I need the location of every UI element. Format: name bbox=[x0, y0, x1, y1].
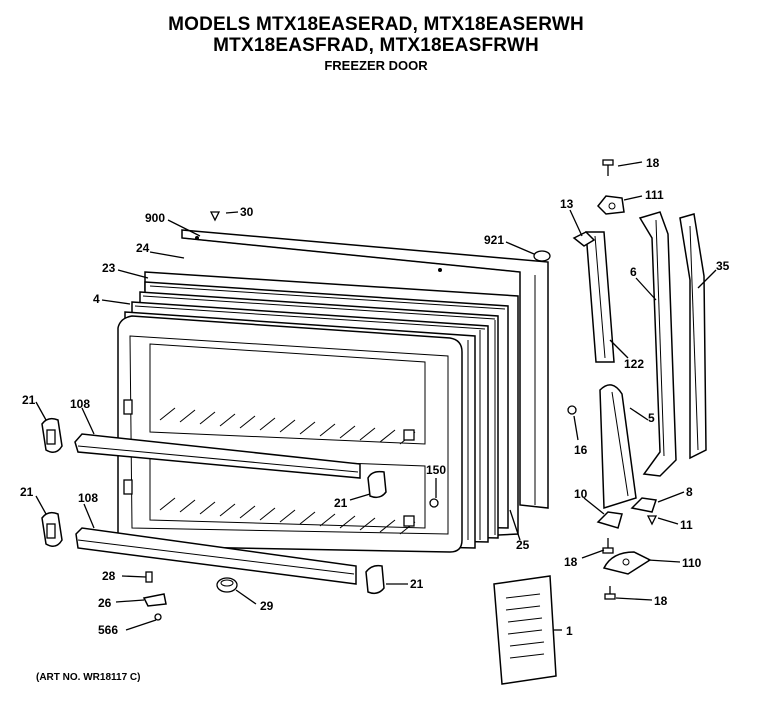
callout-labels: 18 111 30 900 921 13 6 35 24 23 4 122 5 … bbox=[20, 156, 730, 638]
callout-18-top: 18 bbox=[646, 156, 660, 170]
screw-16-icon bbox=[567, 405, 577, 415]
models-title-line-2: MTX18EASFRAD, MTX18EASFRWH bbox=[213, 35, 539, 56]
leader-lines bbox=[35, 161, 717, 631]
callout-122: 122 bbox=[624, 357, 644, 371]
hinge-pin-18-bottom-icon bbox=[604, 586, 616, 600]
callout-23: 23 bbox=[102, 261, 116, 275]
callout-108-upper: 108 bbox=[70, 397, 90, 411]
callout-35: 35 bbox=[716, 259, 730, 273]
hinge-8 bbox=[630, 497, 657, 513]
spacer-13 bbox=[572, 231, 596, 247]
callout-18-mid: 18 bbox=[564, 555, 578, 569]
owners-manual bbox=[493, 575, 557, 685]
callout-25: 25 bbox=[516, 538, 530, 552]
plug-29-icon bbox=[216, 577, 238, 593]
models-title-line-1: MODELS MTX18EASERAD, MTX18EASERWH bbox=[168, 14, 584, 35]
screw-30-icon bbox=[209, 211, 221, 222]
door-shelf-bar-lower bbox=[75, 527, 357, 585]
callout-28: 28 bbox=[102, 569, 116, 583]
callout-4: 4 bbox=[93, 292, 100, 306]
section-subtitle: FREEZER DOOR bbox=[324, 58, 428, 73]
callout-29: 29 bbox=[260, 599, 274, 613]
door-shelf-bar-upper bbox=[74, 433, 361, 479]
shelf-end-cap-lower-left bbox=[41, 511, 63, 547]
callout-900: 900 bbox=[145, 211, 165, 225]
callout-150: 150 bbox=[426, 463, 446, 477]
outer-door-panel bbox=[181, 229, 549, 509]
hinge-pin-18-top-icon bbox=[602, 159, 614, 176]
callout-21-upper-left: 21 bbox=[22, 393, 36, 407]
hinge-10 bbox=[596, 511, 623, 529]
callout-21-lower-right: 21 bbox=[410, 577, 424, 591]
callout-110: 110 bbox=[682, 556, 702, 570]
screw-150-icon bbox=[429, 498, 439, 508]
hinge-pin-18-mid-icon bbox=[602, 538, 614, 554]
handle-35 bbox=[679, 213, 707, 460]
callout-108-lower: 108 bbox=[78, 491, 98, 505]
callout-566: 566 bbox=[98, 623, 118, 637]
inner-door-liner bbox=[117, 315, 463, 553]
hinge-cover-5 bbox=[599, 384, 637, 510]
part-26-icon bbox=[142, 593, 167, 607]
trim-strip-122 bbox=[585, 231, 615, 363]
part-28-icon bbox=[145, 571, 153, 583]
screw-566-icon bbox=[154, 613, 162, 621]
callout-16: 16 bbox=[574, 443, 588, 457]
hinge-bottom-110 bbox=[602, 551, 652, 575]
screw-11-icon bbox=[646, 515, 658, 526]
callout-21-lower-left: 21 bbox=[20, 485, 34, 499]
plug-921-icon bbox=[533, 250, 551, 262]
callout-5: 5 bbox=[648, 411, 655, 425]
callout-21-upper-right: 21 bbox=[334, 496, 348, 510]
shelf-end-cap-lower-right bbox=[365, 564, 385, 595]
callout-18-bottom: 18 bbox=[654, 594, 668, 608]
callout-111: 111 bbox=[645, 188, 664, 202]
callout-26: 26 bbox=[98, 596, 112, 610]
shelf-end-cap-upper-right bbox=[367, 470, 387, 499]
callout-921: 921 bbox=[484, 233, 504, 247]
callout-11: 11 bbox=[680, 518, 693, 532]
hinge-bracket-111 bbox=[596, 195, 625, 215]
art-number: (ART NO. WR18117 C) bbox=[36, 672, 141, 683]
callout-30: 30 bbox=[240, 205, 254, 219]
handle-bracket-6 bbox=[638, 211, 677, 477]
callout-10: 10 bbox=[574, 487, 588, 501]
callout-13: 13 bbox=[560, 197, 574, 211]
callout-8: 8 bbox=[686, 485, 693, 499]
callout-1: 1 bbox=[566, 624, 573, 638]
callout-6: 6 bbox=[630, 265, 637, 279]
shelf-end-cap-upper-left bbox=[41, 417, 63, 453]
callout-24: 24 bbox=[136, 241, 150, 255]
